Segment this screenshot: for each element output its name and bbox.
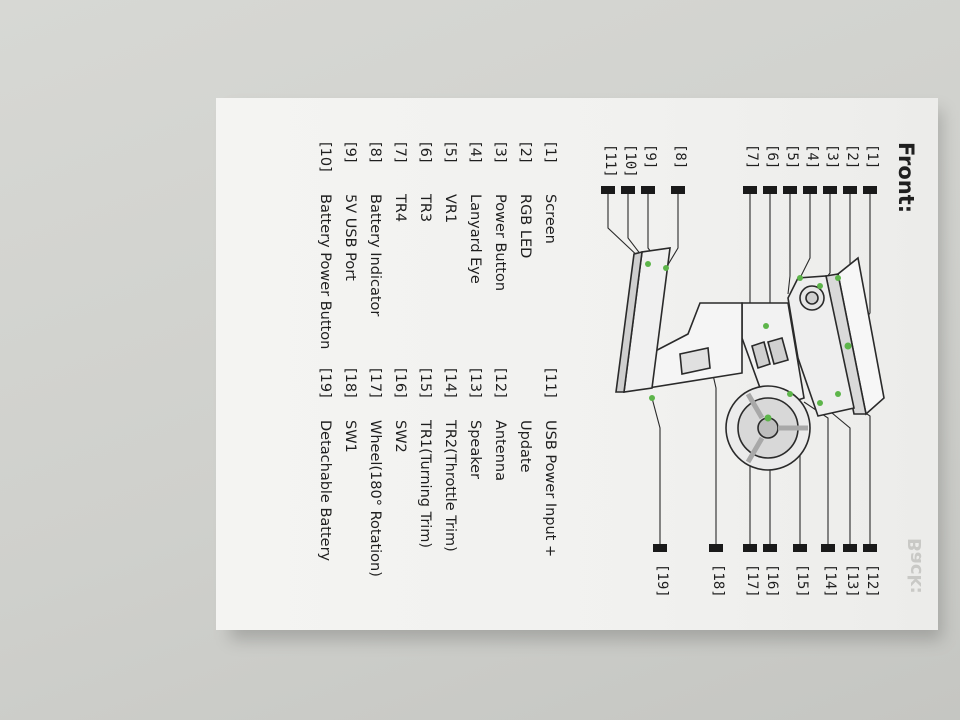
highlight-points: [645, 261, 852, 422]
legend-item: [1]Screen: [542, 142, 558, 244]
leader-line: [787, 194, 791, 295]
legend-item: [3]Power Button: [492, 142, 508, 292]
legend-item: [13]Speaker: [467, 368, 483, 479]
legend-item: [2]RGB LED: [517, 142, 533, 259]
leader-line: [665, 194, 679, 269]
page-content: Front: Back: [1] [2] [3] [4] [5] [6] [7]…: [216, 98, 938, 630]
legend-item: [15]TR1(Turning Trim): [417, 368, 433, 549]
leader-line: [803, 401, 829, 544]
legend-item: [14]TR2(Throttle Trim): [442, 368, 458, 552]
leader-line: [819, 402, 851, 544]
legend-item: [10]Battery Power Button: [317, 142, 333, 350]
legend-item: [5]VR1: [442, 142, 458, 224]
legend-item: [19]Detachable Battery: [317, 368, 333, 562]
legend-item: [12]Antenna: [492, 368, 508, 481]
legend-item: [7]TR4: [392, 142, 408, 223]
legend-item: [4]Lanyard Eye: [467, 142, 483, 284]
leader-line: [651, 397, 661, 544]
legend-item: [8]Battery Indicator: [367, 142, 383, 317]
transmitter-diagram: [607, 194, 885, 544]
legend-item: Update: [517, 420, 533, 473]
manual-page: Front: Back: [1] [2] [3] [4] [5] [6] [7]…: [216, 98, 938, 630]
legend-item: [9]5V USB Port: [342, 142, 358, 281]
leader-line: [799, 194, 811, 279]
leader-line: [819, 194, 831, 287]
legend-item: [17]Wheel(180° Rotation): [367, 368, 383, 577]
transmitter-body: [615, 247, 885, 471]
legend-item: [6]TR3: [417, 142, 433, 223]
legend-item: [11]USB Power Input +: [542, 368, 558, 558]
leader-line: [707, 352, 717, 544]
legend-item: [18]SW1: [342, 368, 358, 453]
legend-item: [16]SW2: [392, 368, 408, 453]
leader-line: [607, 194, 643, 261]
leader-line: [837, 393, 871, 544]
